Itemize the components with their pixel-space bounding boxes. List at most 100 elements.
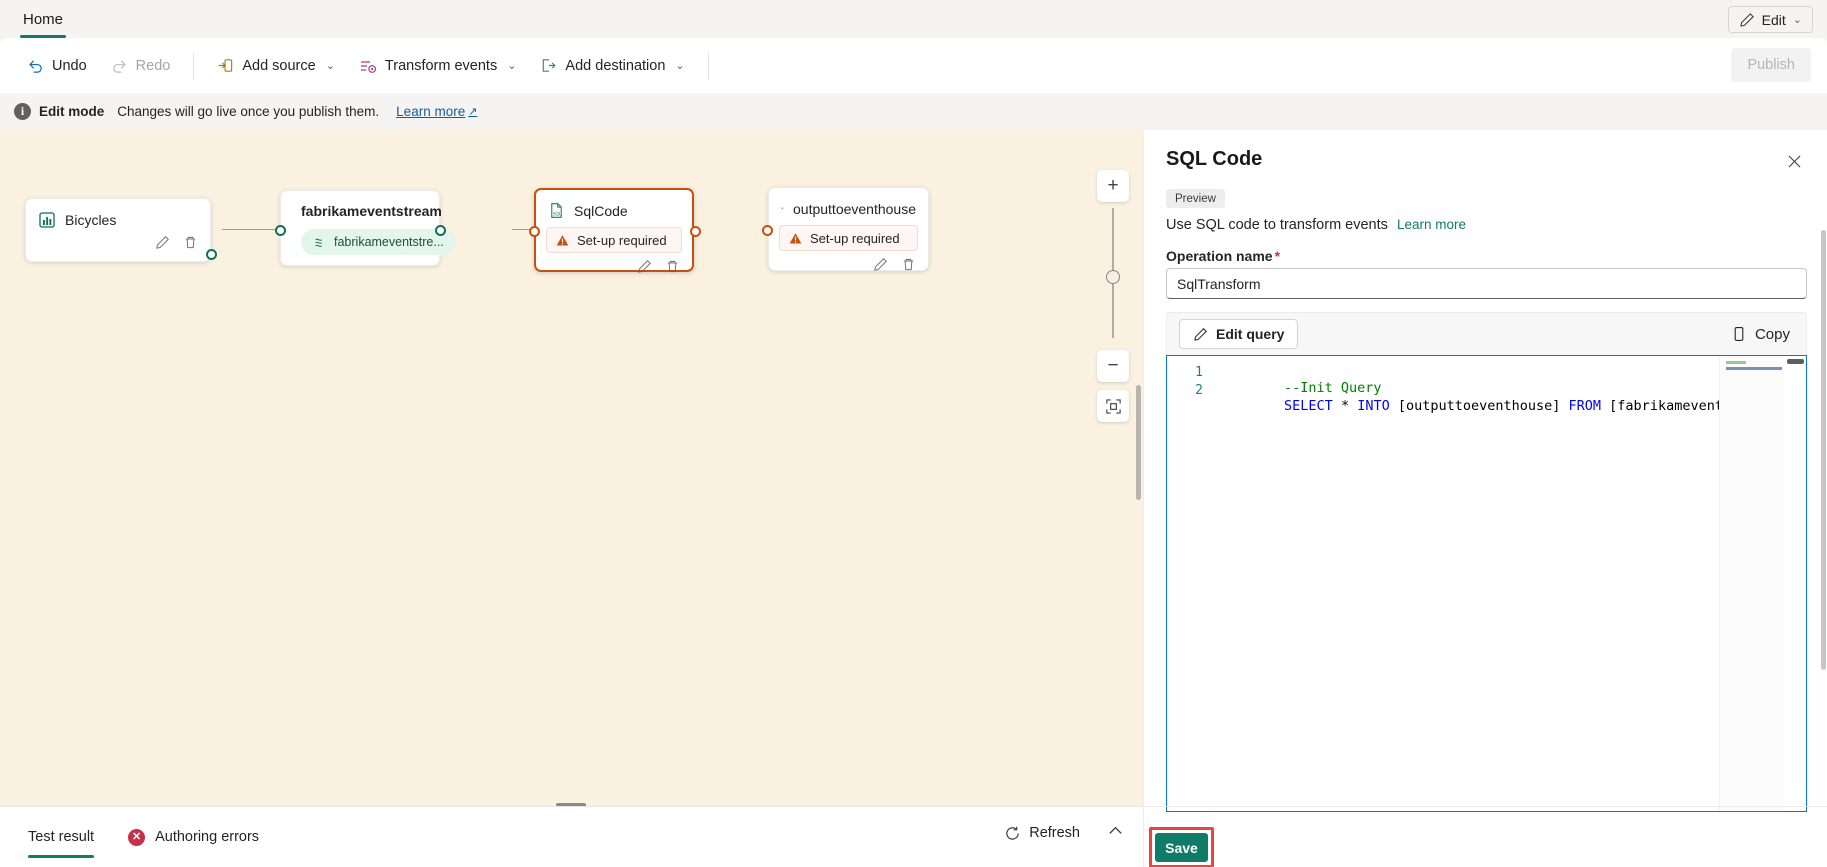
tab-home[interactable]: Home (18, 0, 68, 38)
external-link-icon: ↗ (468, 106, 478, 118)
error-icon: ✕ (128, 828, 146, 846)
code-token-star: * (1332, 398, 1358, 414)
node-bicycles-output-port[interactable] (206, 249, 217, 260)
tab-authoring-errors[interactable]: ✕ Authoring errors (128, 816, 259, 858)
node-stream-pill[interactable]: fabrikameventstre... (301, 229, 456, 255)
node-edit-icon[interactable] (155, 235, 170, 255)
redo-button[interactable]: Redo (100, 49, 182, 83)
code-line-2: SELECT * INTO [outputtoeventhouse] FROM … (1219, 382, 1747, 430)
edit-query-button[interactable]: Edit query (1179, 319, 1299, 349)
collapse-panel-button[interactable] (1106, 821, 1125, 845)
node-outputtoeventhouse[interactable]: outputtoeventhouse Set-up required (762, 187, 929, 271)
save-button[interactable]: Save (1155, 833, 1208, 862)
publish-button[interactable]: Publish (1731, 48, 1811, 82)
zoom-slider-thumb[interactable] (1106, 270, 1120, 284)
edit-query-label: Edit query (1216, 326, 1285, 342)
add-source-button[interactable]: Add source ⌄ (206, 49, 346, 83)
chevron-down-icon: ⌄ (675, 60, 685, 72)
node-stream-pill-label: fabrikameventstre... (334, 235, 444, 249)
panel-resize-handle[interactable] (556, 803, 586, 807)
operation-name-label: Operation name* (1166, 248, 1280, 264)
node-fabrikameventstream-title: fabrikameventstream (301, 203, 442, 219)
publish-label: Publish (1747, 57, 1795, 73)
trash-icon (667, 260, 678, 273)
canvas-zoom-controls: + − (1097, 170, 1129, 422)
add-source-label: Add source (242, 57, 316, 74)
learn-more-link[interactable]: Learn more ↗ (396, 104, 477, 119)
copy-button[interactable]: Copy (1731, 326, 1794, 343)
editor-minimap[interactable] (1719, 356, 1785, 811)
panel-vertical-scrollbar[interactable] (1821, 230, 1826, 670)
node-sqlcode-input-port[interactable] (529, 226, 540, 237)
node-delete-icon[interactable] (665, 259, 680, 279)
tab-home-label: Home (23, 10, 64, 28)
add-destination-button[interactable]: Add destination ⌄ (529, 49, 695, 83)
zoom-slider-track[interactable] (1106, 208, 1120, 338)
trash-icon (903, 258, 914, 271)
eventstream-canvas[interactable]: Bicycles fabrikameventstream (0, 130, 1143, 806)
sql-code-editor[interactable]: 1 2 --Init Query SELECT * INTO [outputto… (1166, 355, 1807, 812)
chevron-down-icon: ⌄ (507, 60, 517, 72)
node-delete-icon[interactable] (183, 235, 198, 255)
node-sqlcode-title: SqlCode (574, 202, 628, 219)
node-outputtoeventhouse-status: Set-up required (779, 225, 918, 251)
pencil-icon (1739, 12, 1754, 27)
line-number: 1 (1195, 365, 1203, 380)
panel-learn-more-link[interactable]: Learn more (1396, 217, 1466, 232)
minimap-line-1 (1726, 361, 1746, 364)
panel-footer-divider (1143, 806, 1827, 807)
node-stream-input-port[interactable] (275, 225, 286, 236)
editor-gutter: 1 2 (1167, 356, 1211, 811)
node-outputtoeventhouse-title: outputtoeventhouse (793, 200, 916, 217)
pencil-icon (1194, 327, 1207, 341)
zoom-out-button[interactable]: − (1097, 350, 1129, 382)
chart-icon (39, 212, 55, 228)
node-bicycles-header: Bicycles (26, 199, 210, 233)
node-delete-icon[interactable] (901, 257, 916, 277)
fit-to-screen-button[interactable] (1097, 390, 1129, 422)
edit-mode-button[interactable]: Edit ⌄ (1727, 6, 1813, 33)
code-token-from: FROM (1568, 398, 1602, 414)
close-icon[interactable] (1781, 148, 1807, 174)
warning-icon (789, 232, 802, 244)
toolbar-divider-2 (707, 52, 709, 79)
refresh-button[interactable]: Refresh (1004, 825, 1080, 842)
tab-authoring-errors-label: Authoring errors (155, 829, 260, 845)
node-outputtoeventhouse-input-port[interactable] (762, 225, 773, 236)
editor-vertical-scrollbar[interactable] (1787, 356, 1806, 811)
node-fabrikameventstream[interactable]: fabrikameventstream fabrikameventstre... (275, 190, 456, 266)
minimap-line-2 (1726, 367, 1782, 370)
undo-button[interactable]: Undo (16, 49, 98, 83)
fit-to-screen-icon (1105, 398, 1121, 414)
code-token-source: [fabrikameventstr (1601, 398, 1748, 414)
edit-mode-infobar: i Edit mode Changes will go live once yo… (0, 93, 1827, 130)
save-button-highlight: Save (1149, 827, 1214, 867)
node-outputtoeventhouse-actions (769, 251, 928, 285)
operation-name-label-text: Operation name (1166, 248, 1273, 264)
redo-label: Redo (135, 57, 171, 74)
pencil-icon (638, 260, 651, 273)
node-sqlcode-output-port[interactable] (690, 226, 701, 237)
node-edit-icon[interactable] (873, 257, 888, 277)
chevron-down-icon: ⌄ (325, 60, 335, 72)
bottom-panel: Test result ✕ Authoring errors Refresh (0, 806, 1143, 867)
panel-description: Use SQL code to transform events Learn m… (1166, 217, 1466, 233)
editor-scroll-thumb[interactable] (1787, 359, 1804, 364)
node-bicycles[interactable]: Bicycles (25, 198, 217, 262)
zoom-in-button[interactable]: + (1097, 170, 1129, 202)
node-stream-output-port[interactable] (435, 225, 446, 236)
add-destination-icon (543, 59, 557, 72)
canvas-vertical-scrollbar[interactable] (1136, 385, 1141, 500)
eventstream-icon (315, 238, 323, 247)
required-marker: * (1274, 248, 1281, 264)
zoom-out-label: − (1107, 355, 1119, 376)
toolbar-divider (193, 52, 195, 79)
code-token-target: [outputtoeventhouse] (1389, 398, 1569, 414)
tab-test-result[interactable]: Test result (28, 816, 95, 858)
node-sqlcode[interactable]: SQL SqlCode Set-up required (529, 188, 701, 273)
tab-test-result-label: Test result (28, 829, 95, 845)
transform-events-button[interactable]: Transform events ⌄ (348, 49, 528, 83)
node-edit-icon[interactable] (637, 259, 652, 279)
bottom-panel-actions: Refresh (1004, 821, 1125, 845)
operation-name-input[interactable] (1166, 268, 1807, 299)
